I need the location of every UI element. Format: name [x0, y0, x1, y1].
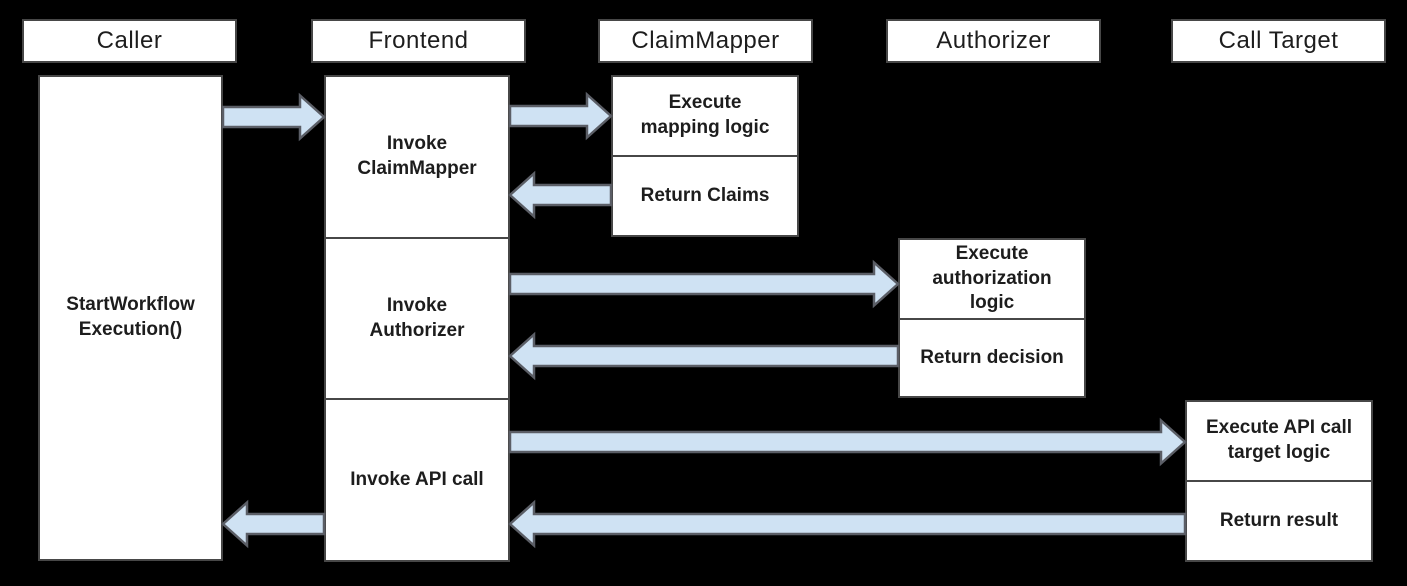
step-execute-mapping-logic: Execute mapping logic: [640, 92, 770, 138]
arrow-claim-mapper-to-frontend: [508, 170, 613, 220]
lane-header-caller: Caller: [22, 19, 237, 63]
lane-header-authorizer: Authorizer: [886, 19, 1101, 63]
arrow-frontend-to-authorizer: [508, 259, 900, 309]
activation-claim-mapper: Execute mapping logic Return Claims: [611, 75, 799, 237]
activation-authorizer: Execute authorization logic Return decis…: [898, 238, 1086, 398]
step-return-decision: Return decision: [900, 318, 1084, 396]
arrow-caller-to-frontend: [221, 92, 326, 142]
step-execute-authorization-logic: Execute authorization logic: [932, 243, 1052, 314]
step-start-workflow-execution: StartWorkflow Execution(): [66, 294, 195, 340]
arrow-authorizer-to-frontend: [508, 331, 900, 381]
activation-caller: StartWorkflow Execution(): [38, 75, 223, 561]
step-return-claims: Return Claims: [613, 155, 797, 235]
activation-call-target: Execute API call target logic Return res…: [1185, 400, 1373, 562]
lane-header-frontend: Frontend: [311, 19, 526, 63]
lane-header-call-target: Call Target: [1171, 19, 1386, 63]
step-execute-api-call-target-logic: Execute API call target logic: [1205, 417, 1353, 463]
step-invoke-claim-mapper: Invoke ClaimMapper: [357, 133, 477, 179]
step-invoke-authorizer: Invoke Authorizer: [326, 236, 508, 399]
step-invoke-api-call: Invoke API call: [326, 398, 508, 560]
arrow-frontend-to-call-target: [508, 417, 1187, 467]
arrow-frontend-to-caller: [221, 499, 326, 549]
activation-frontend: Invoke ClaimMapper Invoke Authorizer Inv…: [324, 75, 510, 562]
arrow-call-target-to-frontend: [508, 499, 1187, 549]
arrow-frontend-to-claim-mapper: [508, 91, 613, 141]
step-return-result: Return result: [1187, 480, 1371, 560]
lane-header-claim-mapper: ClaimMapper: [598, 19, 813, 63]
